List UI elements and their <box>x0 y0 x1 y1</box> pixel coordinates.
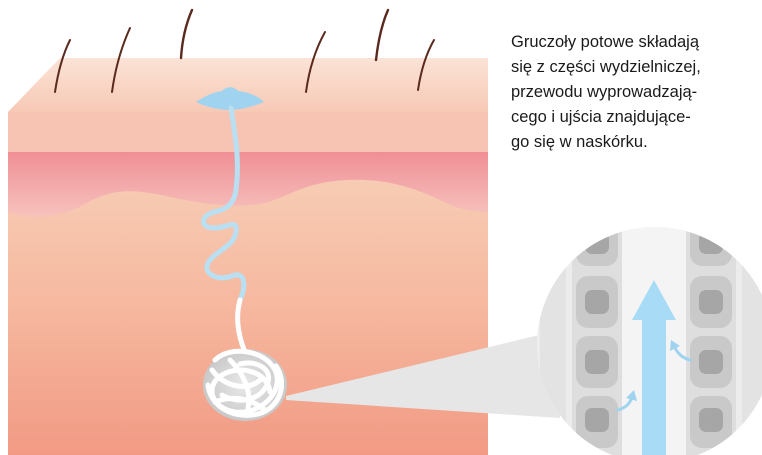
caption-line: przewodu wyprowadzają- <box>511 80 751 105</box>
caption: Gruczoły potowe składają się z części wy… <box>511 30 751 155</box>
caption-line: Gruczoły potowe składają <box>511 30 751 55</box>
caption-line: cego i ujścia znajdujące- <box>511 105 751 130</box>
hair <box>376 10 388 60</box>
stratum-corneum <box>8 112 488 152</box>
caption-line: go się w naskórku. <box>511 130 751 155</box>
caption-line: się z części wydzielniczej, <box>511 55 751 80</box>
hair <box>181 10 192 58</box>
zoom-circle <box>537 222 762 455</box>
sweat-gland-coil <box>203 349 287 421</box>
